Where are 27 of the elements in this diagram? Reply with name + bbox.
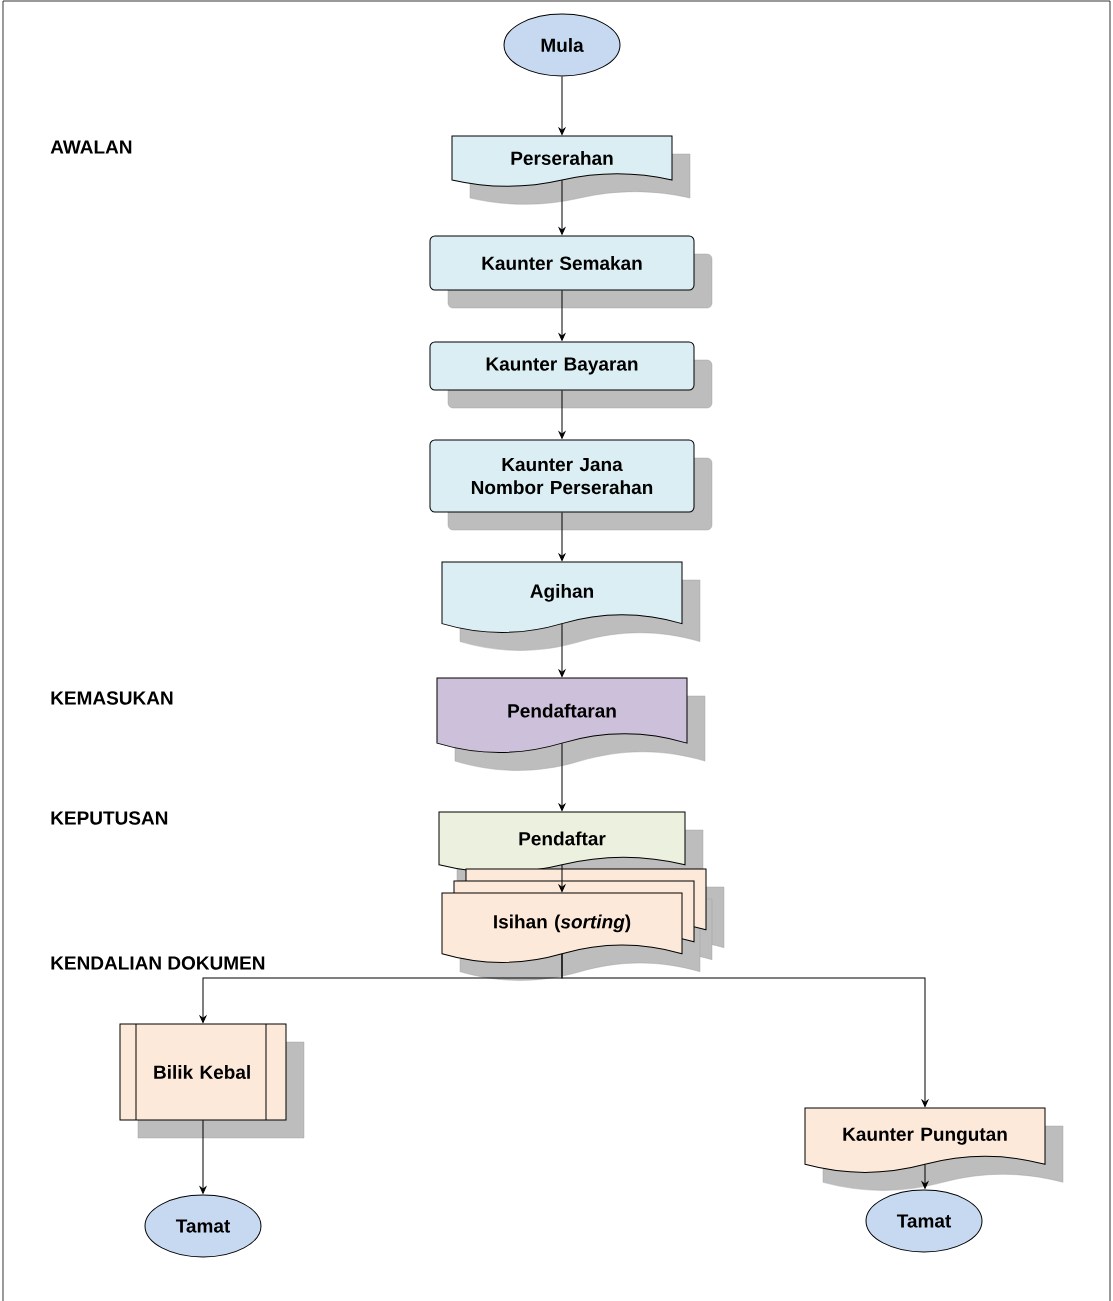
document-box: Perserahan bbox=[451, 135, 691, 205]
arrow bbox=[561, 953, 929, 1108]
arrow bbox=[558, 76, 566, 136]
end-oval: Tamat bbox=[865, 1189, 983, 1253]
process-box: Kaunter Semakan bbox=[429, 235, 713, 309]
arrow bbox=[921, 1164, 929, 1189]
arrow bbox=[558, 390, 566, 439]
arrow bbox=[558, 623, 566, 678]
section-label: KEPUTUSAN bbox=[51, 811, 168, 825]
arrow bbox=[558, 742, 566, 812]
start-oval: Mula bbox=[503, 13, 621, 77]
arrow bbox=[558, 864, 566, 893]
document-box: Pendaftaran bbox=[436, 677, 706, 771]
arrow bbox=[558, 290, 566, 341]
end-oval: Tamat bbox=[144, 1194, 262, 1258]
process-box: Kaunter Bayaran bbox=[429, 341, 713, 409]
process-box: Kaunter Jana Nombor Perserahan bbox=[429, 439, 713, 531]
arrow bbox=[558, 512, 566, 562]
section-label: AWALAN bbox=[50, 140, 132, 154]
predefined-process-box: Bilik Kebal bbox=[119, 1023, 305, 1139]
section-label: KENDALIAN DOKUMEN bbox=[51, 956, 265, 970]
arrow bbox=[199, 1119, 207, 1194]
section-label: KEMASUKAN bbox=[51, 691, 173, 705]
document-box: Agihan bbox=[441, 561, 701, 651]
multi-document-box: Isihan (sorting) bbox=[441, 868, 725, 981]
arrow bbox=[558, 179, 566, 235]
document-box: Kaunter Pungutan bbox=[804, 1107, 1064, 1191]
